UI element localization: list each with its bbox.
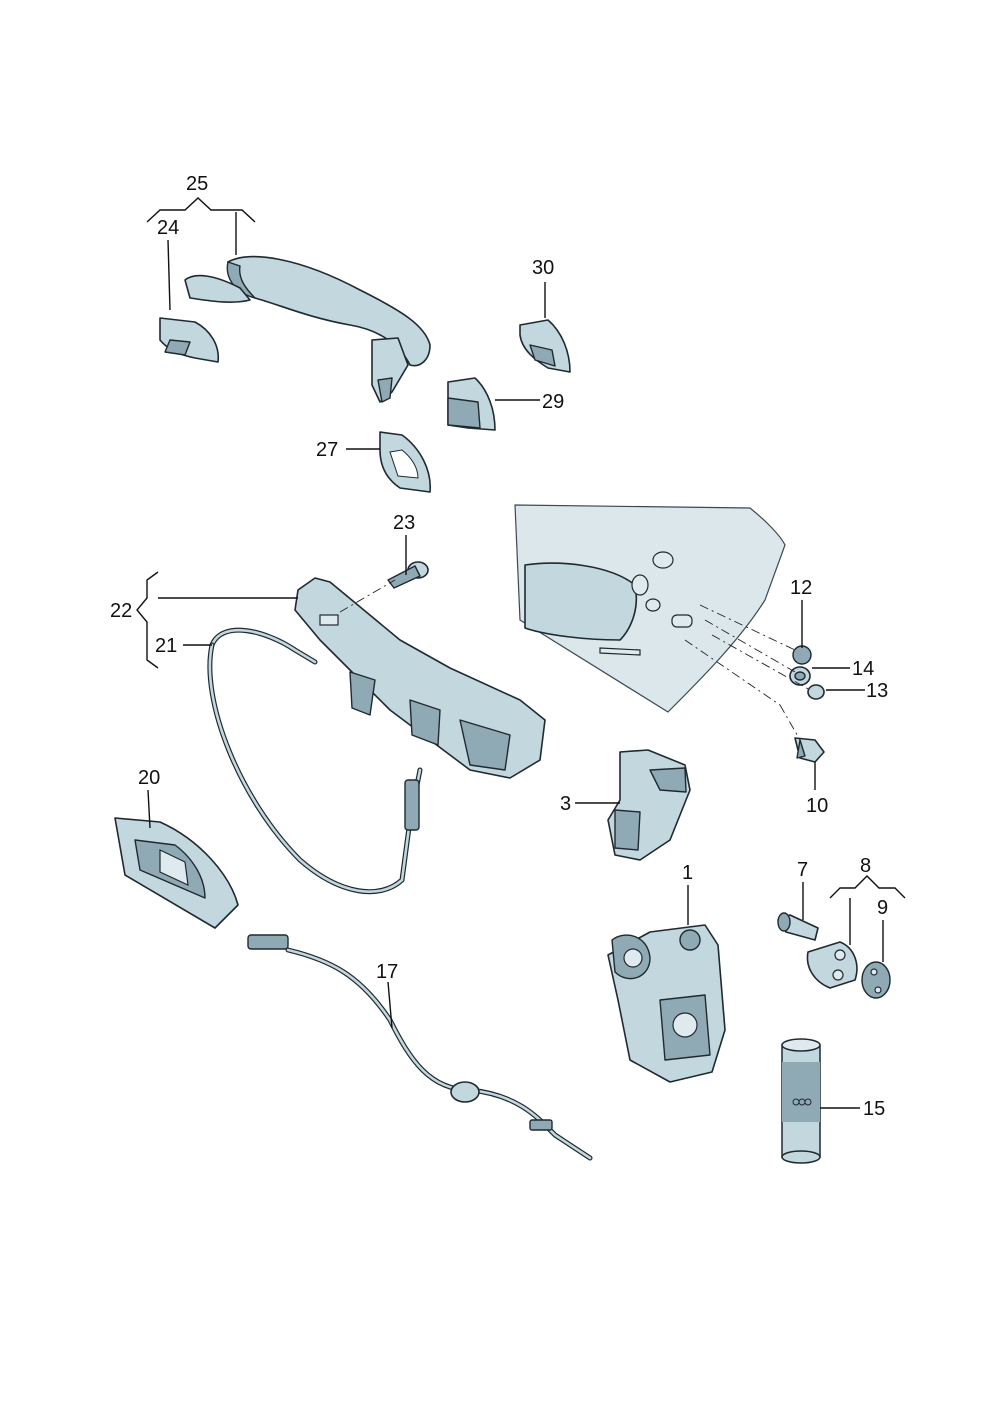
callout-15: 15 bbox=[863, 1098, 885, 1120]
part-21-cable[interactable] bbox=[207, 627, 423, 895]
door-inner-panel bbox=[514, 504, 786, 713]
alignment-lines bbox=[339, 579, 811, 741]
part-20-interior-handle[interactable] bbox=[114, 817, 239, 929]
part-7-screw[interactable] bbox=[777, 912, 819, 941]
part-25-door-handle[interactable] bbox=[184, 256, 431, 403]
callout-7: 7 bbox=[797, 859, 808, 881]
callout-22: 22 bbox=[110, 600, 132, 622]
callout-23: 23 bbox=[393, 512, 415, 534]
callout-8: 8 bbox=[860, 855, 871, 877]
callout-29: 29 bbox=[542, 391, 564, 413]
part-12-cap[interactable] bbox=[792, 645, 812, 665]
part-24-handle-cap[interactable] bbox=[159, 317, 220, 363]
part-9-shim[interactable] bbox=[861, 961, 891, 999]
part-14-grommet[interactable] bbox=[789, 666, 811, 686]
callout-17: 17 bbox=[376, 961, 398, 983]
part-13-washer[interactable] bbox=[807, 684, 825, 700]
callout-12: 12 bbox=[790, 577, 812, 599]
part-17-cable[interactable] bbox=[247, 934, 593, 1161]
callout-1: 1 bbox=[682, 862, 693, 884]
part-15-spray-can[interactable] bbox=[781, 1038, 821, 1164]
callout-3: 3 bbox=[560, 793, 571, 815]
part-22-handle-carrier[interactable] bbox=[294, 577, 546, 779]
leader-lines bbox=[136, 197, 906, 1109]
callout-24: 24 bbox=[157, 217, 179, 239]
part-3-bracket[interactable] bbox=[607, 749, 691, 861]
part-23-screw[interactable] bbox=[387, 561, 429, 589]
part-29-trim[interactable] bbox=[447, 377, 496, 431]
part-1-door-lock[interactable] bbox=[607, 924, 726, 1083]
callout-21: 21 bbox=[155, 635, 177, 657]
callout-labels: 25 24 30 29 27 23 22 21 20 3 1 12 14 13 … bbox=[110, 173, 888, 1120]
callout-10: 10 bbox=[806, 795, 828, 817]
part-30-cover-cap[interactable] bbox=[519, 319, 571, 373]
part-8-striker-plate[interactable] bbox=[806, 941, 858, 989]
callout-27: 27 bbox=[316, 439, 338, 461]
callout-20: 20 bbox=[138, 767, 160, 789]
part-10-bolt[interactable] bbox=[794, 737, 825, 763]
callout-14: 14 bbox=[852, 658, 874, 680]
callout-13: 13 bbox=[866, 680, 888, 702]
part-27-seal[interactable] bbox=[379, 431, 431, 493]
callout-30: 30 bbox=[532, 257, 554, 279]
callout-9: 9 bbox=[877, 897, 888, 919]
callout-25: 25 bbox=[186, 173, 208, 195]
